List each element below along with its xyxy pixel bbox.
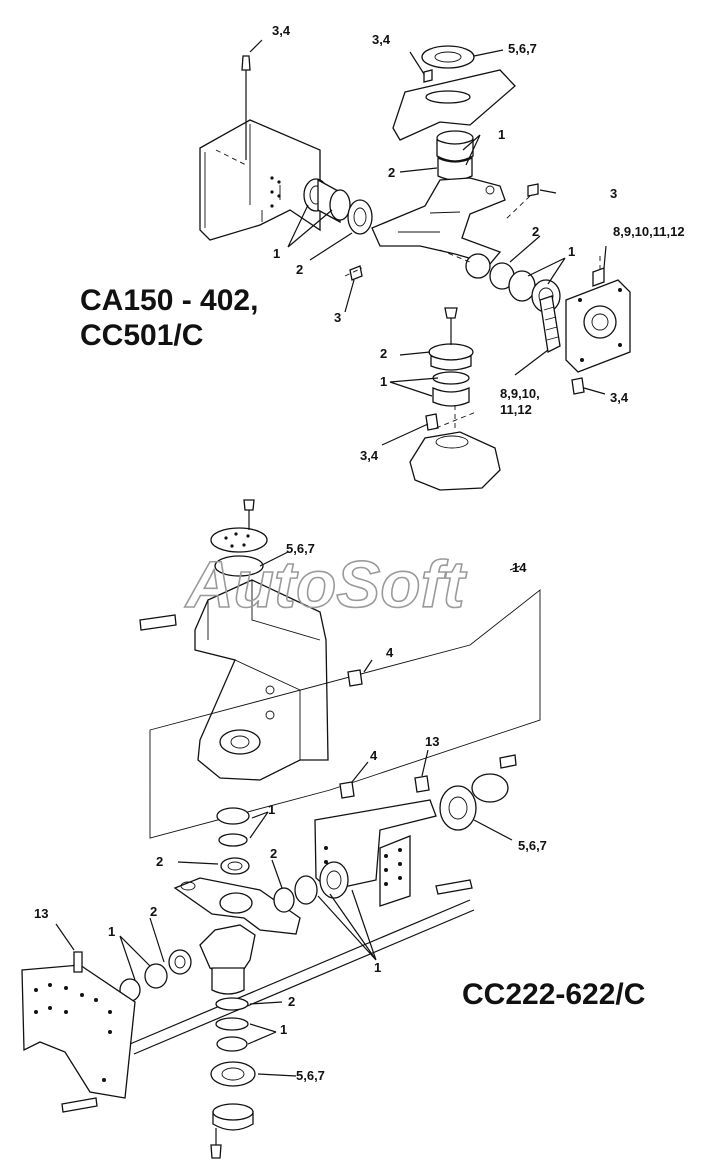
model-label-upper-line1: CA150 - 402,: [80, 284, 258, 317]
grease-nipple: [241, 55, 251, 71]
steering-arm-bottom: [409, 431, 501, 491]
callout: 2: [380, 346, 387, 361]
callout: 1: [498, 127, 505, 142]
callout: 14: [512, 560, 527, 575]
callout: 5,6,7: [286, 541, 315, 556]
callout: 3,4: [372, 32, 391, 47]
callout: 2: [150, 904, 157, 919]
callout: 8,9,10,11,12: [613, 224, 685, 239]
bolt: [61, 1097, 98, 1113]
steering-arm-top: [392, 69, 516, 141]
callout: 5,6,7: [508, 41, 537, 56]
callout: 8,9,10,: [500, 386, 540, 401]
callout: 2: [532, 224, 539, 239]
chassis-bracket: [199, 119, 321, 241]
callout: 1: [108, 924, 115, 939]
callout: 1: [374, 960, 381, 975]
grease-nipple: [73, 951, 83, 973]
model-label-lower: CC222-622/C: [462, 978, 645, 1011]
callout: 13: [425, 734, 439, 749]
left-bearing-set: [303, 178, 373, 235]
callout: 2: [156, 854, 163, 869]
callout: 1: [273, 246, 280, 261]
callout: 3,4: [272, 23, 291, 38]
callout: 5,6,7: [518, 838, 547, 853]
axle-knuckle: [371, 177, 506, 265]
grease-nipple: [571, 377, 585, 395]
upper-assembly: [199, 39, 631, 491]
callout: 5,6,7: [296, 1068, 325, 1083]
callout: 1: [280, 1022, 287, 1037]
seal-flange: [439, 785, 477, 831]
callout: 4: [386, 645, 394, 660]
callout: 2: [388, 165, 395, 180]
reference-plane: [149, 589, 541, 839]
bearing-cone: [436, 139, 474, 162]
steering-bracket: [194, 579, 329, 781]
callout: 1: [568, 244, 575, 259]
callout: 2: [270, 846, 277, 861]
callout: 1: [268, 802, 275, 817]
watermark: AutoSoft: [184, 547, 468, 621]
callout: 4: [370, 748, 378, 763]
bolt-head: [423, 69, 433, 83]
bracket-holes: [270, 176, 281, 208]
bolt: [435, 879, 473, 895]
callout: 2: [296, 262, 303, 277]
callout: 2: [288, 994, 295, 1009]
callout: 11,12: [500, 402, 532, 417]
callout: 3,4: [610, 390, 629, 405]
callout: 1: [380, 374, 387, 389]
callout: 13: [34, 906, 48, 921]
left-mount-plate: [21, 964, 136, 1099]
cover-flange: [421, 45, 475, 69]
bolt: [139, 614, 177, 631]
lower-assembly: [21, 499, 541, 1159]
grease-nipple: [527, 183, 539, 197]
axle-support-bracket: [314, 799, 437, 891]
arm-bore: [425, 90, 471, 104]
callout: 3: [334, 310, 341, 325]
cover-plate: [210, 527, 268, 553]
seal-ring: [437, 156, 473, 181]
model-label-upper-line2: CC501/C: [80, 319, 203, 352]
side-plate: [379, 835, 411, 907]
callout: 3: [610, 186, 617, 201]
callout: 3,4: [360, 448, 379, 463]
grease-nipple: [349, 265, 363, 281]
